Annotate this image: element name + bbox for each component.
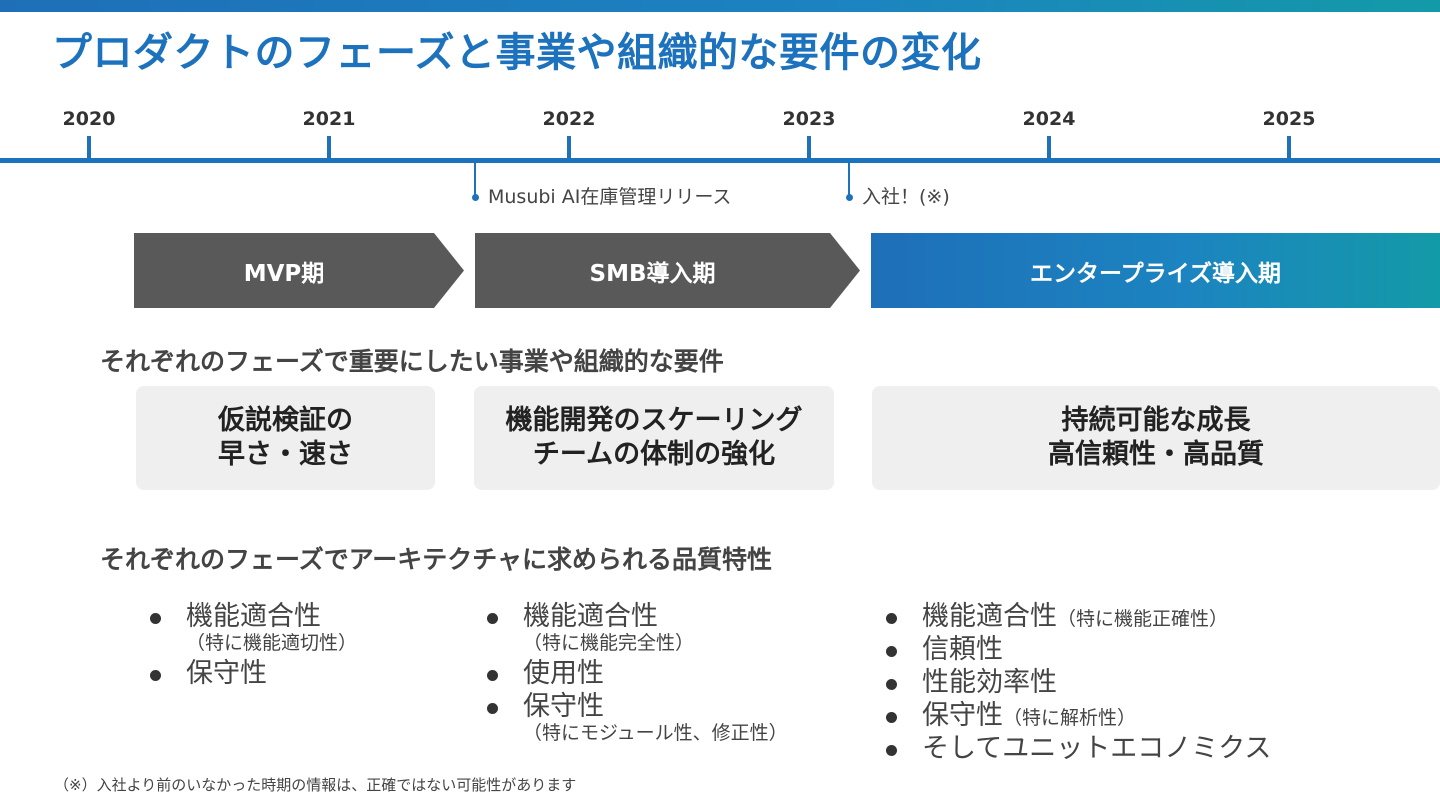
year-tick	[1287, 136, 1291, 162]
bullet-icon	[487, 703, 498, 714]
year-tick	[87, 136, 91, 162]
requirement-box-enterprise: 持続可能な成長 高信頼性・高品質	[872, 386, 1440, 490]
requirement-line: 早さ・速さ	[218, 439, 353, 470]
year-tick	[567, 136, 571, 162]
year-label: 2023	[782, 108, 836, 130]
quality-name: 使用性	[523, 658, 604, 689]
quality-name: 機能適合性	[523, 601, 658, 632]
quality-name: 保守性	[523, 691, 604, 722]
event-marker-dot	[471, 194, 479, 201]
list-item: 保守性	[150, 657, 357, 690]
requirements-heading: それぞれのフェーズで重要にしたい事業や組織的な要件	[100, 347, 724, 376]
quality-list-mvp: 機能適合性 （特に機能適切性） 保守性	[150, 600, 357, 690]
requirement-line: 持続可能な成長	[1061, 405, 1251, 436]
list-item: 使用性	[487, 657, 788, 690]
quality-name: 保守性	[186, 658, 267, 689]
bullet-icon	[886, 712, 897, 723]
requirement-line: 高信頼性・高品質	[1048, 439, 1264, 470]
quality-list-enterprise: 機能適合性（特に機能正確性） 信頼性 性能効率性 保守性（特に解析性） そしてユ…	[886, 600, 1271, 765]
phase-label: MVP期	[243, 260, 325, 287]
year-label: 2022	[542, 108, 596, 130]
quality-note: （特に機能正確性）	[1057, 608, 1229, 630]
quality-name: 機能適合性	[922, 601, 1057, 632]
bullet-icon	[150, 670, 161, 681]
list-item: そしてユニットエコノミクス	[886, 732, 1271, 765]
requirement-line: チームの体制の強化	[532, 439, 776, 470]
quality-note: （特に機能完全性）	[523, 632, 695, 654]
list-item: 保守性 （特にモジュール性、修正性）	[487, 690, 788, 745]
event-marker-line	[848, 162, 850, 196]
phase-label: エンタープライズ導入期	[1030, 260, 1281, 287]
year-tick	[1047, 136, 1051, 162]
list-item: 機能適合性（特に機能正確性）	[886, 600, 1271, 633]
quality-note: （特にモジュール性、修正性）	[523, 722, 788, 744]
event-marker-line	[474, 162, 476, 196]
event-label-joined: 入社！(※)	[862, 186, 950, 208]
quality-name: そしてユニットエコノミクス	[922, 733, 1272, 764]
quality-name: 保守性	[922, 700, 1003, 731]
bullet-icon	[886, 613, 897, 624]
requirement-box-smb: 機能開発のスケーリング チームの体制の強化	[474, 386, 834, 490]
bullet-icon	[886, 679, 897, 690]
year-tick	[807, 136, 811, 162]
top-accent-bar	[0, 0, 1440, 12]
phase-enterprise: エンタープライズ導入期	[871, 233, 1440, 308]
requirement-line: 機能開発のスケーリング	[505, 405, 803, 436]
list-item: 機能適合性 （特に機能適切性）	[150, 600, 357, 655]
page-title: プロダクトのフェーズと事業や組織的な要件の変化	[52, 30, 982, 76]
quality-note: （特に機能適切性）	[186, 632, 358, 654]
quality-list-smb: 機能適合性 （特に機能完全性） 使用性 保守性 （特にモジュール性、修正性）	[487, 600, 788, 747]
year-label: 2020	[62, 108, 116, 130]
quality-name: 性能効率性	[922, 667, 1057, 698]
footnote: （※）入社より前のいなかった時期の情報は、正確ではない可能性があります	[54, 776, 577, 794]
phase-mvp: MVP期	[134, 233, 464, 308]
requirement-box-mvp: 仮説検証の 早さ・速さ	[136, 386, 435, 490]
event-label-release: Musubi AI在庫管理リリース	[488, 186, 732, 208]
bullet-icon	[150, 613, 161, 624]
list-item: 機能適合性 （特に機能完全性）	[487, 600, 788, 655]
phase-smb: SMB導入期	[475, 233, 860, 308]
list-item: 性能効率性	[886, 666, 1271, 699]
year-label: 2021	[302, 108, 356, 130]
bullet-icon	[487, 670, 498, 681]
bullet-icon	[886, 646, 897, 657]
requirement-line: 仮説検証の	[218, 405, 353, 436]
list-item: 保守性（特に解析性）	[886, 699, 1271, 732]
list-item: 信頼性	[886, 633, 1271, 666]
quality-name: 信頼性	[922, 634, 1003, 665]
timeline-axis	[0, 158, 1440, 163]
event-marker-dot	[845, 194, 853, 201]
phase-label: SMB導入期	[589, 260, 716, 287]
year-tick	[327, 136, 331, 162]
quality-note: （特に解析性）	[1003, 707, 1137, 729]
bullet-icon	[487, 613, 498, 624]
quality-heading: それぞれのフェーズでアーキテクチャに求められる品質特性	[100, 545, 773, 574]
bullet-icon	[886, 745, 897, 756]
year-label: 2024	[1022, 108, 1076, 130]
quality-name: 機能適合性	[186, 601, 321, 632]
year-label: 2025	[1262, 108, 1316, 130]
